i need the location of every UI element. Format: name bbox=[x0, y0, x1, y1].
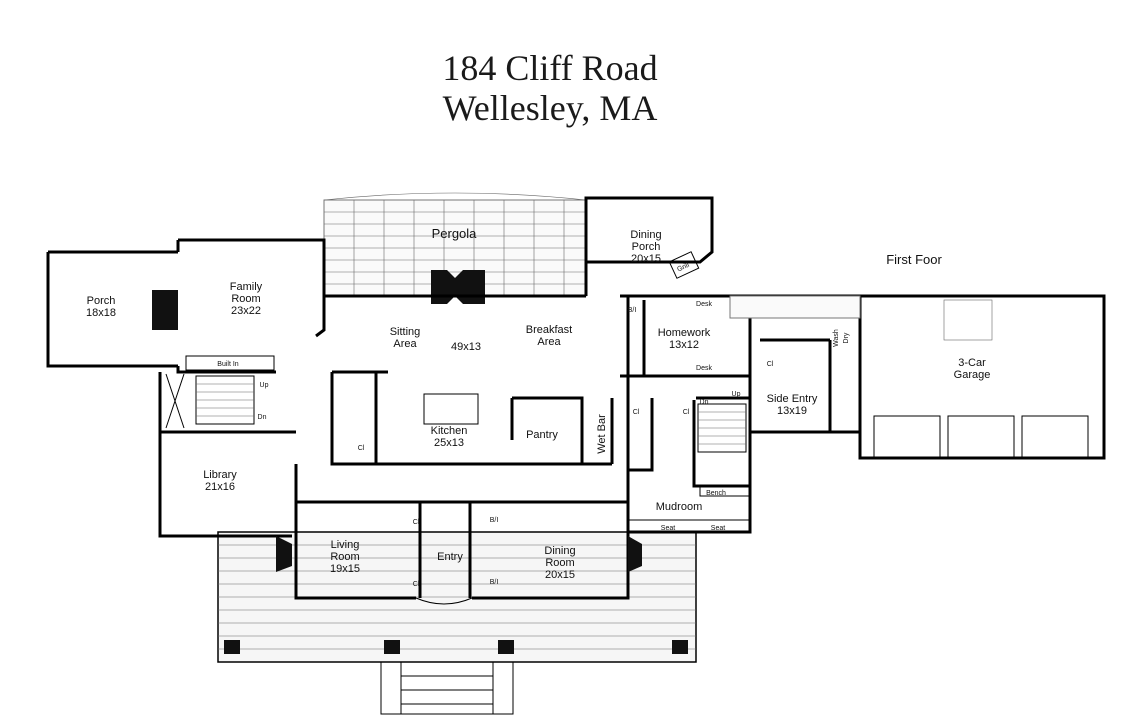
pergola-structure bbox=[323, 192, 587, 304]
desk-label-bottom: Desk bbox=[696, 365, 712, 372]
stair-up-label-right: Up bbox=[732, 391, 741, 398]
kitchen-size: 25x13 bbox=[434, 437, 464, 449]
homework-label: Homework bbox=[658, 327, 711, 339]
side-entry-label: Side Entry bbox=[767, 393, 818, 405]
breakfast-area-label-2: Area bbox=[537, 336, 561, 348]
mudroom-label: Mudroom bbox=[656, 501, 702, 513]
dining-room-label-1: Dining bbox=[544, 545, 575, 557]
built-in-label: Built In bbox=[217, 361, 239, 368]
kitchen-label: Kitchen bbox=[431, 425, 468, 437]
sitting-area-label-1: Sitting bbox=[390, 326, 421, 338]
porch-size: 18x18 bbox=[86, 307, 116, 319]
stair-down-label-left: Dn bbox=[258, 414, 267, 421]
seat-label-left: Seat bbox=[661, 525, 675, 532]
dining-porch-label-2: Porch bbox=[632, 241, 661, 253]
closet-label-kitchen: Cl bbox=[358, 445, 365, 452]
family-room-label-1: Family bbox=[230, 281, 263, 293]
living-room-size: 19x15 bbox=[330, 563, 360, 575]
living-room-label-2: Room bbox=[330, 551, 359, 563]
family-room-size: 23x22 bbox=[231, 305, 261, 317]
bench-label: Bench bbox=[706, 490, 726, 497]
porch-label: Porch bbox=[87, 295, 116, 307]
dining-porch-label-1: Dining bbox=[630, 229, 661, 241]
breakfast-area-label-1: Breakfast bbox=[526, 324, 572, 336]
great-room-size: 49x13 bbox=[451, 341, 481, 353]
library-label: Library bbox=[203, 469, 237, 481]
floor-label: First Foor bbox=[886, 252, 942, 267]
builtin-label-dining-2: B/I bbox=[490, 579, 499, 586]
sitting-area-label-2: Area bbox=[393, 338, 417, 350]
fixtures bbox=[152, 251, 1089, 605]
interior-walls bbox=[296, 300, 830, 598]
stair-down-label-right: Dn bbox=[700, 399, 709, 406]
room-labels: Porch 18x18 Family Room 23x22 Pergola Di… bbox=[86, 226, 990, 581]
fixture-labels: Built In Up Dn Up Dn Cl Cl Cl Cl Cl Cl B… bbox=[217, 301, 850, 588]
side-entry-size: 13x19 bbox=[777, 405, 807, 417]
wash-label: Wash bbox=[833, 329, 840, 347]
library-size: 21x16 bbox=[205, 481, 235, 493]
stair-up-label-left: Up bbox=[260, 382, 269, 389]
pantry-label: Pantry bbox=[526, 429, 558, 441]
dining-room-label-2: Room bbox=[545, 557, 574, 569]
closet-label-entry: Cl bbox=[413, 581, 420, 588]
homework-size: 13x12 bbox=[669, 339, 699, 351]
dining-porch-size: 20x15 bbox=[631, 253, 661, 265]
builtin-label-homework: B/I bbox=[628, 307, 637, 314]
closet-label-hall: Cl bbox=[633, 409, 640, 416]
family-room-label-2: Room bbox=[231, 293, 260, 305]
closet-label-stair: Cl bbox=[683, 409, 690, 416]
living-room-label-1: Living bbox=[331, 539, 360, 551]
seat-label-right: Seat bbox=[711, 525, 725, 532]
dining-room-size: 20x15 bbox=[545, 569, 575, 581]
address-line-1: 184 Cliff Road bbox=[442, 48, 658, 88]
entry-label: Entry bbox=[437, 551, 463, 563]
garage-label-2: Garage bbox=[954, 369, 991, 381]
closet-label-living: Cl bbox=[413, 519, 420, 526]
garage-label-1: 3-Car bbox=[958, 357, 986, 369]
builtin-label-dining-1: B/I bbox=[490, 517, 499, 524]
wet-bar-label: Wet Bar bbox=[596, 414, 608, 454]
pergola-label: Pergola bbox=[432, 226, 478, 241]
desk-label-top: Desk bbox=[696, 301, 712, 308]
exterior-walls bbox=[46, 196, 1106, 600]
dry-label: Dry bbox=[843, 332, 850, 343]
closet-label-side: Cl bbox=[767, 361, 774, 368]
address-line-2: Wellesley, MA bbox=[442, 88, 658, 128]
grill-label: Grill bbox=[676, 262, 691, 274]
